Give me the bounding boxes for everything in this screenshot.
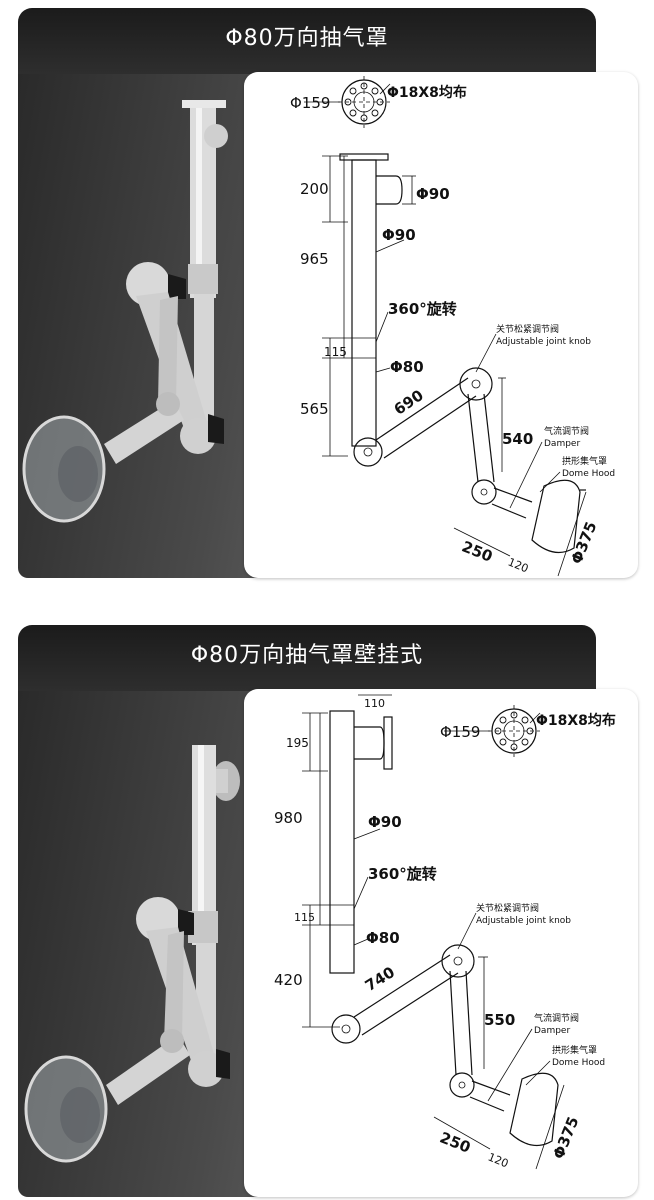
knob-label-en: Adjustable joint knob xyxy=(496,337,591,347)
lower-tube-diameter-label: Φ80 xyxy=(390,358,424,376)
flange-diameter-label: Φ159 xyxy=(290,94,330,112)
dim-740: 740 xyxy=(362,963,398,995)
hood-label-cn: 拱形集气罩 xyxy=(562,455,607,467)
dim-250: 250 xyxy=(437,1128,473,1156)
rotation-label: 360°旋转 xyxy=(368,865,437,883)
hood-label-en: Dome Hood xyxy=(552,1058,605,1068)
panel-title: Φ80万向抽气罩壁挂式 xyxy=(18,625,596,691)
dim-250: 250 xyxy=(459,537,495,565)
dim-110: 110 xyxy=(364,697,385,710)
dim-540: 540 xyxy=(502,430,533,448)
dimension-drawing: 110 195 980 Φ159 xyxy=(244,689,638,1197)
damper-label-en: Damper xyxy=(544,439,580,449)
rotation-label: 360°旋转 xyxy=(388,300,457,318)
panel-title: Φ80万向抽气罩 xyxy=(18,8,596,74)
tube-diameter-label: Φ90 xyxy=(368,813,402,831)
knob-label-en: Adjustable joint knob xyxy=(476,916,571,926)
hood-label-cn: 拱形集气罩 xyxy=(552,1044,597,1056)
knob-label-cn: 关节松紧调节阀 xyxy=(476,902,539,914)
damper-label-en: Damper xyxy=(534,1026,570,1036)
flange-diameter-label: Φ159 xyxy=(440,723,480,741)
lower-tube-diameter-label: Φ80 xyxy=(366,929,400,947)
dim-120: 120 xyxy=(486,1150,510,1170)
dim-565: 565 xyxy=(300,400,329,418)
dim-550: 550 xyxy=(484,1011,515,1029)
dim-965: 965 xyxy=(300,250,329,268)
damper-label-cn: 气流调节阀 xyxy=(544,425,589,437)
outlet-diameter-label: Φ90 xyxy=(416,185,450,203)
dim-195: 195 xyxy=(286,736,309,750)
panel-ceiling-mount: Φ80万向抽气罩 xyxy=(18,8,638,578)
damper-label-cn: 气流调节阀 xyxy=(534,1012,579,1024)
dim-115: 115 xyxy=(324,345,347,359)
hole-spec-label: Φ18X8均布 xyxy=(536,712,616,729)
dim-115: 115 xyxy=(294,911,315,924)
dim-120: 120 xyxy=(506,555,530,575)
hood-label-en: Dome Hood xyxy=(562,469,615,479)
dim-200: 200 xyxy=(300,180,329,198)
hole-spec-label: Φ18X8均布 xyxy=(387,84,467,101)
dim-980: 980 xyxy=(274,809,303,827)
dim-690: 690 xyxy=(391,386,427,418)
dim-420: 420 xyxy=(274,971,303,989)
dim-375: Φ375 xyxy=(567,519,600,567)
dimension-drawing: Φ159 Φ18X8均布 Φ90 200 965 Φ90 xyxy=(244,72,638,578)
knob-label-cn: 关节松紧调节阀 xyxy=(496,323,559,335)
panel-wall-mount: Φ80万向抽气罩壁挂式 xyxy=(18,625,638,1197)
tube-diameter-label: Φ90 xyxy=(382,226,416,244)
